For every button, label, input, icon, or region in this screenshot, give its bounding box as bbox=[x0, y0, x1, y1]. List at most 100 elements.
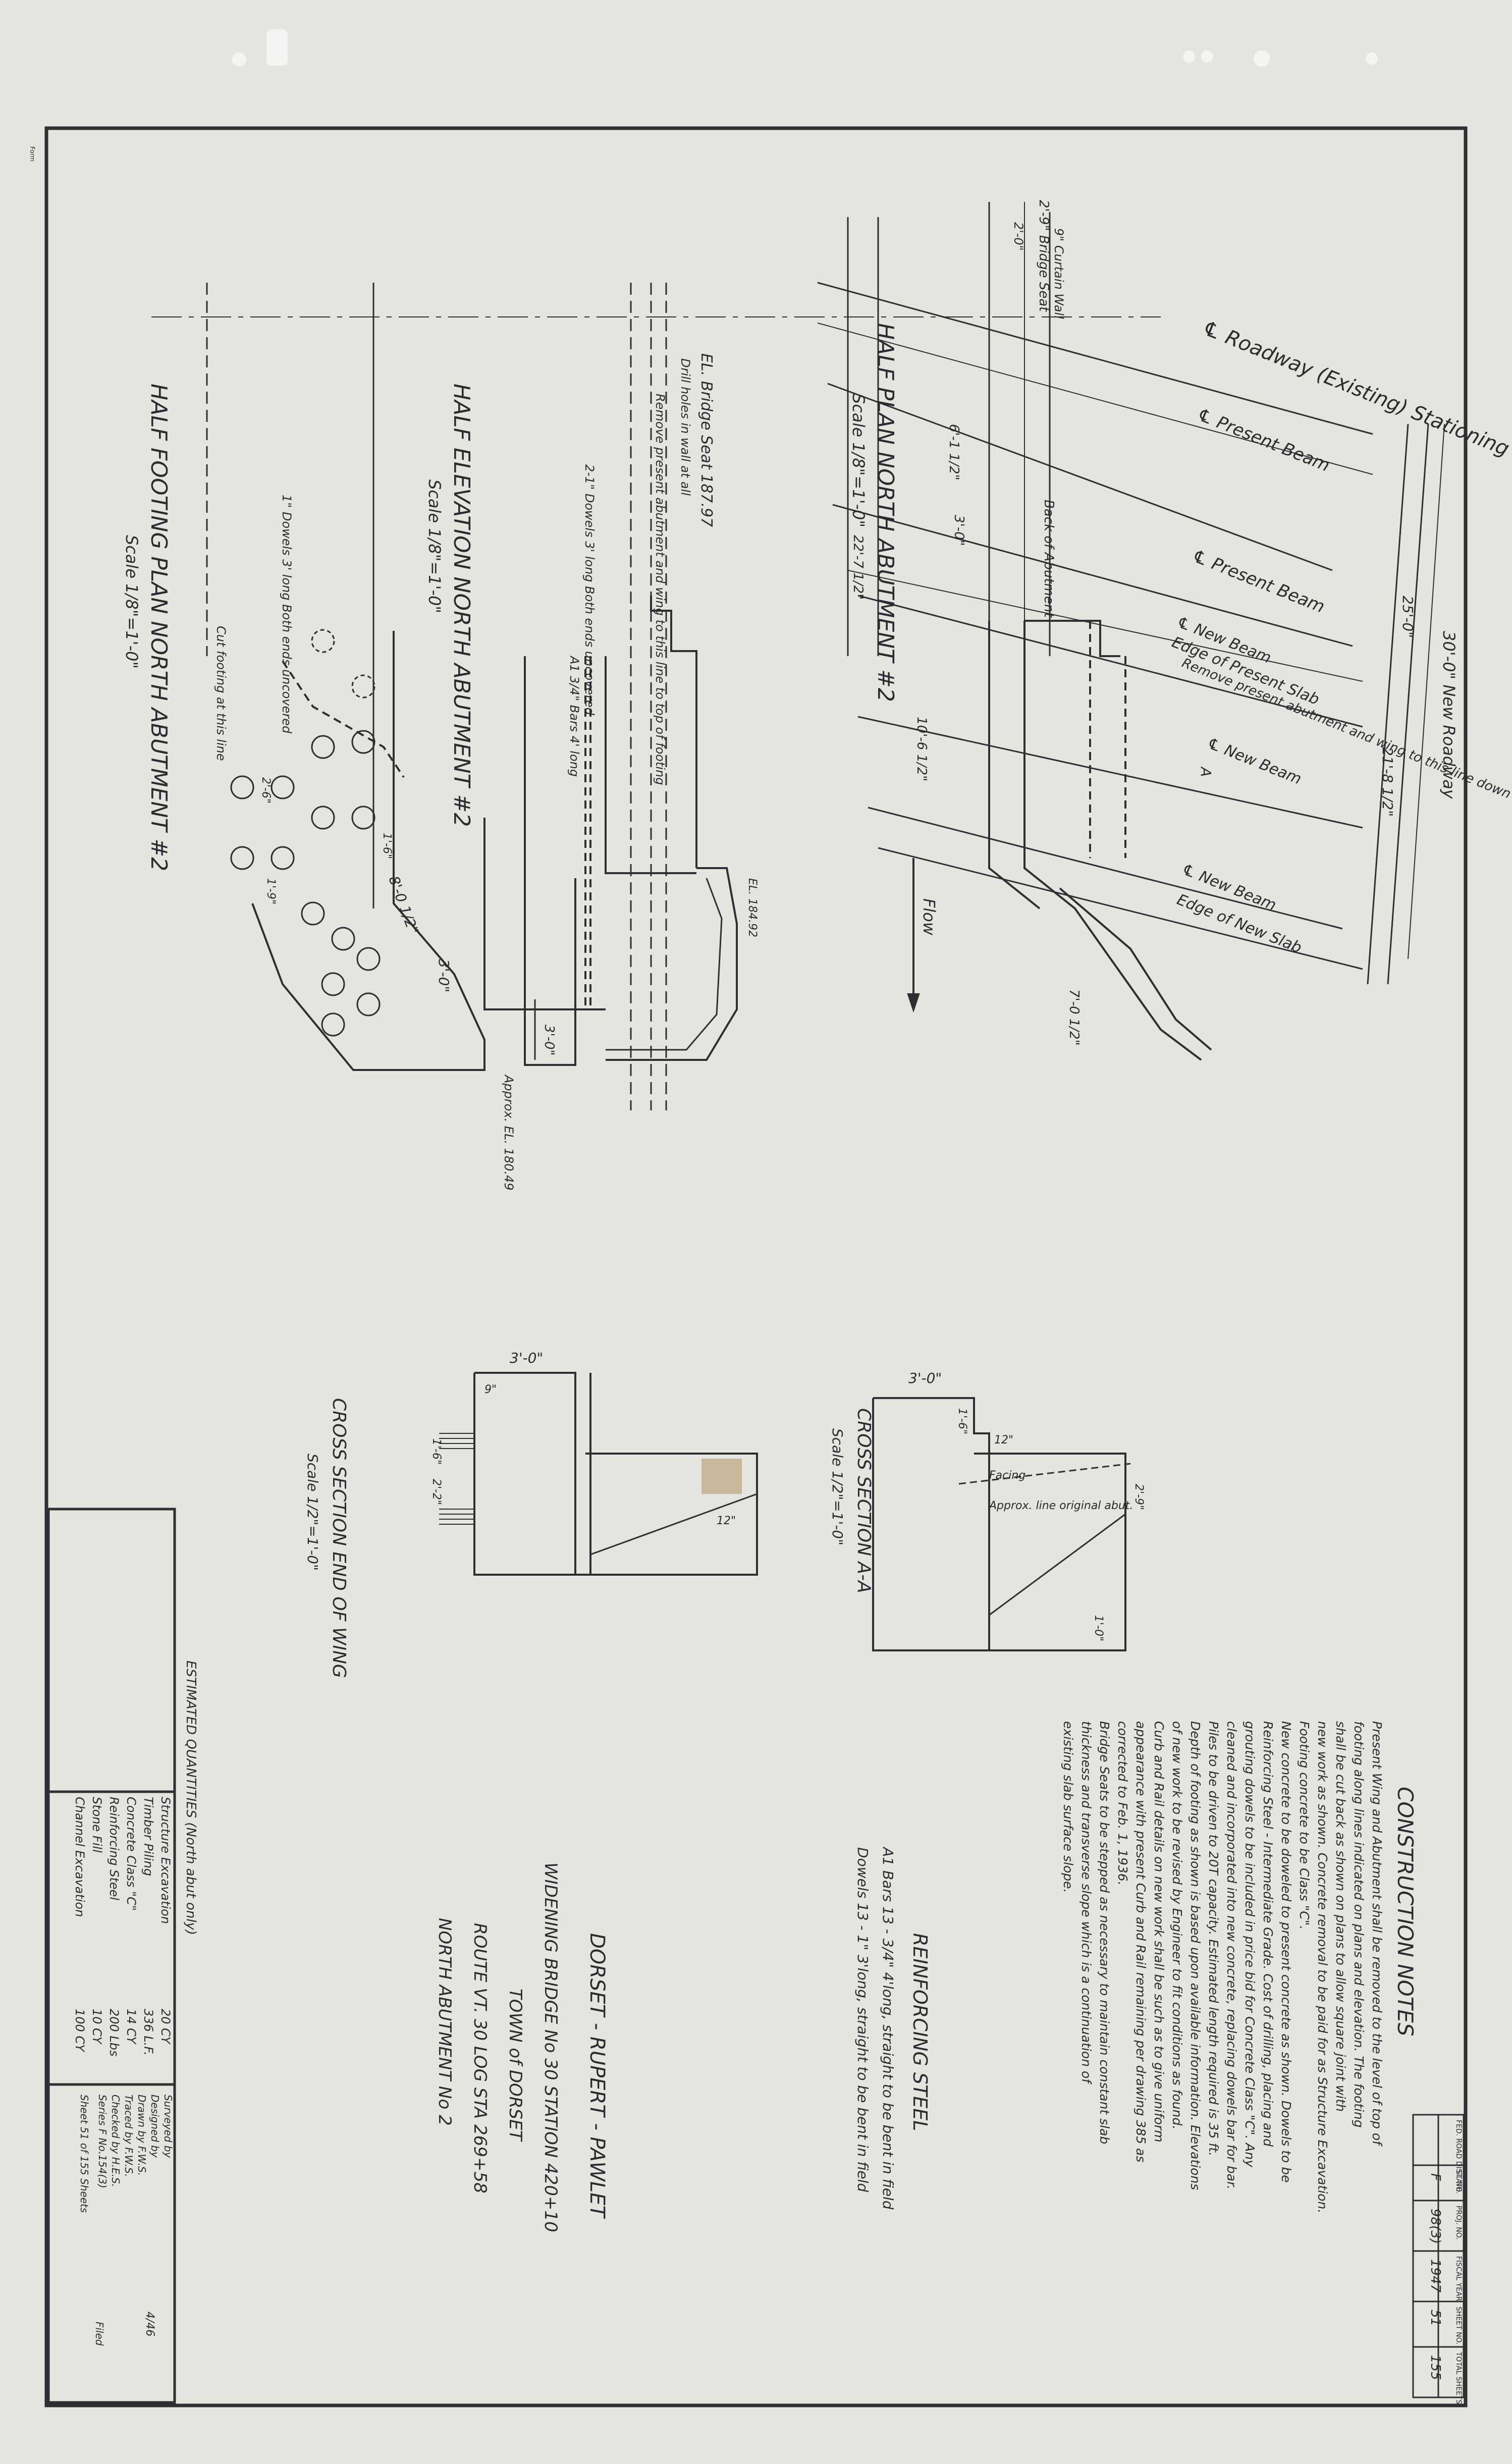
reinforcing-line2: Dowels 13 - 1" 3'long, straight to be be… bbox=[854, 1847, 871, 2192]
credit-series: Series F No.154(3) bbox=[96, 2095, 109, 2188]
elev-drill-holes: Drill holes in wall at all bbox=[678, 358, 692, 496]
plan-curtain-wall-label: 9" Curtain Wall bbox=[1052, 228, 1066, 319]
quantity-value: 336 L.F. bbox=[141, 2009, 155, 2056]
plan-dim-3: 3'-0" bbox=[951, 515, 966, 546]
half-plan-title: HALF PLAN NORTH ABUTMENT #2 bbox=[873, 323, 898, 702]
notes-line: appearance with present Curb and Rail re… bbox=[1133, 1721, 1148, 2162]
notes-line: grouting dowels to be included in price … bbox=[1243, 1721, 1257, 2168]
footing-cut-line: Cut footing at this line bbox=[214, 626, 228, 761]
quantity-value: 14 CY bbox=[124, 2009, 138, 2045]
notes-line: New concrete to be doweled to present co… bbox=[1279, 1721, 1293, 2183]
half-elevation-title: HALF ELEVATION NORTH ABUTMENT #2 bbox=[449, 384, 474, 827]
quantity-value: 20 CY bbox=[158, 2009, 173, 2045]
plan-new-roadway: 30'-0" New Roadway bbox=[1439, 631, 1459, 799]
half-footing-view bbox=[206, 283, 485, 1071]
elev-bridge-seat: EL. Bridge Seat 187.97 bbox=[697, 353, 715, 527]
credit-date: 4/46 bbox=[143, 2312, 156, 2336]
half-elevation-view bbox=[483, 283, 738, 1110]
notes-line: corrected to Feb. 1, 1936. bbox=[1115, 1721, 1130, 1886]
half-elevation-scale: Scale 1/8"=1'-0" bbox=[425, 479, 444, 613]
half-elevation-labels: EL. Bridge Seat 187.97 Drill holes in wa… bbox=[425, 353, 759, 1191]
plan-dim-2-0: 2'-0" bbox=[1011, 222, 1025, 251]
notes-line: thickness and transverse slope which is … bbox=[1079, 1721, 1094, 2084]
notes-line: Curb and Rail details on new work shall … bbox=[1152, 1721, 1166, 2142]
header-label: TOTAL SHEETS bbox=[1454, 2351, 1463, 2404]
elev-approx-el: Approx. EL. 180.49 bbox=[502, 1074, 516, 1191]
elev-dim-3-0: 3'-0" bbox=[542, 1025, 557, 1056]
notes-line: Present Wing and Abutment shall be remov… bbox=[1370, 1721, 1384, 2147]
reinforcing-heading: REINFORCING STEEL bbox=[909, 1933, 931, 2131]
elev-el-184: EL. 184.92 bbox=[746, 878, 759, 937]
ew-dim-3-0: 3'-0" bbox=[510, 1350, 543, 1366]
half-footing-scale: Scale 1/8"=1'-0" bbox=[122, 535, 141, 669]
quantity-item: Timber Piling bbox=[141, 1797, 155, 1876]
header-label: PROJ. NO. bbox=[1454, 2206, 1463, 2240]
title-line1: DORSET - RUPERT - PAWLET bbox=[585, 1933, 609, 2219]
ew-dim-1-6: 1'-6" bbox=[430, 1438, 443, 1465]
sheet-holes bbox=[232, 29, 1378, 67]
notes-line: Bridge Seats to be stepped as necessary … bbox=[1097, 1721, 1112, 2144]
plan-new-beam-2: ℄ New Beam bbox=[1205, 734, 1304, 788]
header-value: F bbox=[1428, 2173, 1443, 2181]
notes-line: new work as shown. Concrete removal to b… bbox=[1315, 1721, 1330, 2213]
half-footing-title: HALF FOOTING PLAN NORTH ABUTMENT #2 bbox=[146, 384, 172, 871]
reinforcing-line1: A1 Bars 13 - 3/4" 4'long, straight to be… bbox=[880, 1846, 896, 2210]
header-value: 51 bbox=[1428, 2310, 1443, 2326]
plan-dim-21: 21'-8 1/2" bbox=[1379, 747, 1396, 817]
notes-line: of new work to be revised by Engineer to… bbox=[1170, 1721, 1184, 2129]
aa-dim-3-0: 3'-0" bbox=[908, 1370, 942, 1386]
quantity-item: Concrete Class "C" bbox=[124, 1797, 138, 1911]
header-label: SHEET NO. bbox=[1454, 2307, 1463, 2344]
credit-drawn: Drawn by F.W.S. bbox=[136, 2095, 148, 2176]
credit-checked: Checked by H.E.S. bbox=[110, 2095, 122, 2187]
notes-line: shall be cut back as shown on plans to a… bbox=[1333, 1721, 1348, 2112]
notes-line: Reinforcing Steel - Intermediate Grade. … bbox=[1261, 1721, 1275, 2147]
credit-surveyed: Surveyed by bbox=[162, 2095, 174, 2159]
footing-dim-3: 3'-0" bbox=[436, 959, 452, 992]
ew-dim-2-2: 2'-2" bbox=[430, 1479, 443, 1505]
quantity-value: 200 Lbs bbox=[107, 2009, 121, 2057]
notes-line: footing along lines indicated on plans a… bbox=[1352, 1721, 1366, 2128]
plan-flow-label: Flow bbox=[920, 898, 939, 936]
quantity-item: Structure Excavation bbox=[158, 1797, 173, 1924]
quantity-item: Stone Fill bbox=[90, 1797, 104, 1853]
section-aa-scale: Scale 1/2"=1'-0" bbox=[829, 1428, 846, 1545]
header-label: STATE bbox=[1454, 2170, 1463, 2191]
notes-line: Piles to be driven to 20T capacity. Esti… bbox=[1206, 1721, 1221, 2156]
plan-present-beam-1: ℄ Present Beam bbox=[1195, 404, 1333, 476]
header-label: FISCAL YEAR bbox=[1454, 2256, 1463, 2301]
aa-dim-1-0: 1'-0" bbox=[1092, 1615, 1105, 1641]
footing-dowels: 1" Dowels 3' long Both ends uncovered bbox=[280, 495, 294, 734]
cross-section-end-wing-labels: 3'-0" 9" 1'-6" 2'-2" 12" CROSS SECTION E… bbox=[304, 1350, 736, 1678]
notes-line: Footing concrete to be Class "C". bbox=[1297, 1721, 1312, 1930]
header-value: 98(3) bbox=[1428, 2209, 1443, 2244]
notes-heading: CONSTRUCTION NOTES bbox=[1393, 1787, 1418, 2037]
sheet-border bbox=[44, 126, 1468, 2407]
cross-section-end-wing bbox=[439, 1372, 758, 1576]
half-plan-scale: Scale 1/8"=1'-0" bbox=[849, 394, 868, 527]
title-line2: WIDENING BRIDGE No 30 STATION 420+10 bbox=[541, 1862, 561, 2232]
plan-present-beam-2: ℄ Present Beam bbox=[1190, 546, 1328, 617]
cross-section-aa-labels: 3'-0" 12" Facing Approx. line original a… bbox=[829, 1370, 1145, 1641]
aa-approx-line: Approx. line original abut. bbox=[988, 1499, 1133, 1512]
ew-dim-9: 9" bbox=[484, 1383, 497, 1396]
edge-mark: Form bbox=[29, 146, 36, 162]
footing-dim-1-6: 1'-6" bbox=[381, 833, 393, 859]
credit-filed: Filed bbox=[93, 2322, 105, 2346]
half-plan-labels: 2'-9" Bridge Seat 2'-0" 9" Curtain Wall … bbox=[849, 200, 1512, 1046]
footing-dim-8: 8'-0 1/2" bbox=[385, 874, 421, 936]
plan-dim-10: 10'-6 1/2" bbox=[914, 717, 929, 781]
tape-patch bbox=[701, 1459, 742, 1494]
notes-line: Depth of footing as shown is based upon … bbox=[1188, 1721, 1203, 2190]
section-end-wing-title: CROSS SECTION END OF WING bbox=[329, 1398, 349, 1678]
ew-dim-12: 12" bbox=[717, 1515, 736, 1527]
cross-section-aa bbox=[872, 1397, 1131, 1651]
construction-notes: CONSTRUCTION NOTES Present Wing and Abut… bbox=[1061, 1721, 1418, 2213]
aa-facing: Facing bbox=[989, 1469, 1025, 1482]
header-value: 155 bbox=[1428, 2355, 1443, 2380]
credits-block: Surveyed by Designed by Drawn by F.W.S. … bbox=[78, 2095, 174, 2346]
notes-line: cleaned and incorporated into new concre… bbox=[1224, 1721, 1239, 2189]
plan-bridge-seat-label: 2'-9" Bridge Seat bbox=[1036, 200, 1051, 312]
plan-dim-7: 7'-0 1/2" bbox=[1066, 989, 1082, 1046]
